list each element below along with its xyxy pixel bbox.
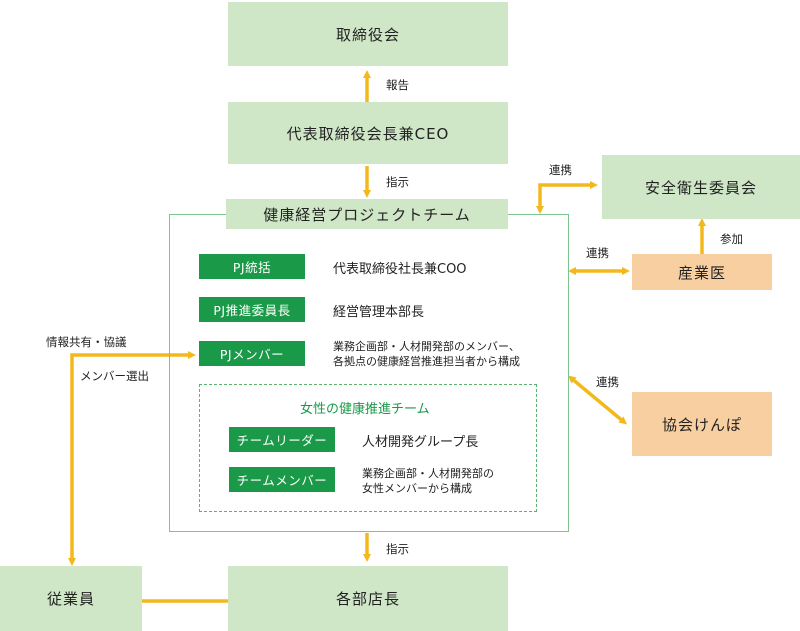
industrial-doctor-box: 産業医 — [632, 254, 772, 290]
edge-label-link-safety: 連携 — [549, 163, 572, 177]
edge-label-member-select: メンバー選出 — [80, 369, 149, 383]
role-desc-pj-member: 業務企画部・人材開発部のメンバー、 各拠点の健康経営推進担当者から構成 — [333, 340, 520, 368]
edge-label-link-kenpo: 連携 — [596, 375, 619, 389]
safety-committee-box: 安全衛生委員会 — [602, 155, 800, 219]
managers-box: 各部店長 — [228, 566, 508, 631]
employees-box: 従業員 — [0, 566, 142, 631]
managers-label: 各部店長 — [335, 590, 400, 608]
ceo-box: 代表取締役会長兼CEO — [228, 102, 508, 164]
kenpo-label: 協会けんぽ — [661, 415, 742, 434]
edge-label-link-doctor: 連携 — [586, 246, 609, 260]
ceo-label: 代表取締役会長兼CEO — [286, 124, 450, 143]
industrial-doctor-label: 産業医 — [677, 263, 726, 282]
kenpo-box: 協会けんぽ — [632, 392, 772, 456]
role-tag-pj-member: PJメンバー — [199, 341, 305, 366]
women-team-member-desc: 業務企画部・人材開発部の 女性メンバーから構成 — [362, 467, 494, 495]
project-title-box: 健康経営プロジェクトチーム — [226, 199, 508, 229]
edge-label-instruct-bottom: 指示 — [386, 542, 409, 556]
safety-committee-label: 安全衛生委員会 — [644, 178, 757, 197]
arrow-link-safety — [536, 181, 598, 214]
board-label: 取締役会 — [335, 25, 400, 44]
edge-label-instruct-top: 指示 — [386, 175, 409, 189]
arrow-info-share — [68, 351, 196, 566]
women-team-title: 女性の健康推進チーム — [300, 402, 430, 417]
role-tag-pj-lead: PJ統括 — [199, 254, 305, 279]
employees-label: 従業員 — [46, 590, 95, 608]
role-tag-pj-chair: PJ推進委員長 — [199, 297, 305, 322]
role-desc-pj-chair: 経営管理本部長 — [333, 305, 425, 320]
women-team-frame — [199, 384, 537, 512]
women-team-member-tag: チームメンバー — [229, 467, 335, 492]
women-team-leader-tag: チームリーダー — [229, 427, 335, 452]
project-title: 健康経営プロジェクトチーム — [263, 205, 471, 224]
edge-label-info-share: 情報共有・協議 — [46, 335, 127, 349]
edge-label-participate: 参加 — [720, 232, 743, 246]
arrow-link-kenpo — [567, 375, 628, 425]
role-desc-pj-lead: 代表取締役社長兼COO — [333, 262, 467, 277]
women-team-leader-desc: 人材開発グループ長 — [362, 435, 479, 450]
board-box: 取締役会 — [228, 2, 508, 66]
edge-label-report: 報告 — [386, 78, 409, 92]
